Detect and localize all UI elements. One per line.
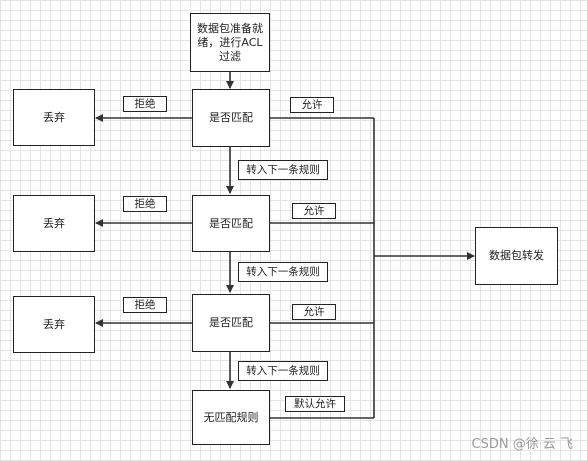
- deny-label-1: 拒绝: [123, 96, 167, 112]
- drop-node-2-label: 丢弃: [43, 216, 65, 230]
- drop-node-2: 丢弃: [13, 195, 95, 252]
- match-node-2-label: 是否匹配: [209, 216, 253, 230]
- match-node-1: 是否匹配: [192, 89, 270, 147]
- next-rule-label-1: 转入下一条规则: [238, 160, 328, 180]
- drop-node-1: 丢弃: [13, 89, 95, 146]
- deny-label-3: 拒绝: [123, 297, 167, 313]
- allow-label-1: 允许: [290, 97, 334, 113]
- match-node-1-label: 是否匹配: [209, 111, 253, 124]
- no-match-node: 无匹配规则: [192, 390, 270, 445]
- no-match-node-label: 无匹配规则: [203, 410, 259, 424]
- allow-label-2: 允许: [292, 203, 336, 219]
- deny-label-2: 拒绝: [123, 196, 167, 212]
- watermark: CSDN @徐 云 飞: [471, 437, 573, 452]
- start-node: 数据包准备就绪，进行ACL过滤: [190, 13, 270, 72]
- next-rule-label-3: 转入下一条规则: [238, 361, 328, 381]
- start-node-label: 数据包准备就绪，进行ACL过滤: [197, 21, 263, 63]
- match-node-2: 是否匹配: [192, 195, 270, 252]
- forward-node: 数据包转发: [475, 227, 558, 285]
- next-rule-label-2: 转入下一条规则: [238, 262, 328, 282]
- default-allow-label: 默认允许: [285, 396, 345, 412]
- match-node-3-label: 是否匹配: [209, 316, 253, 329]
- drop-node-3-label: 丢弃: [43, 317, 65, 331]
- match-node-3: 是否匹配: [192, 294, 270, 352]
- allow-label-3: 允许: [292, 304, 336, 320]
- forward-node-label: 数据包转发: [489, 249, 544, 262]
- drop-node-1-label: 丢弃: [43, 110, 65, 124]
- drop-node-3: 丢弃: [13, 296, 95, 353]
